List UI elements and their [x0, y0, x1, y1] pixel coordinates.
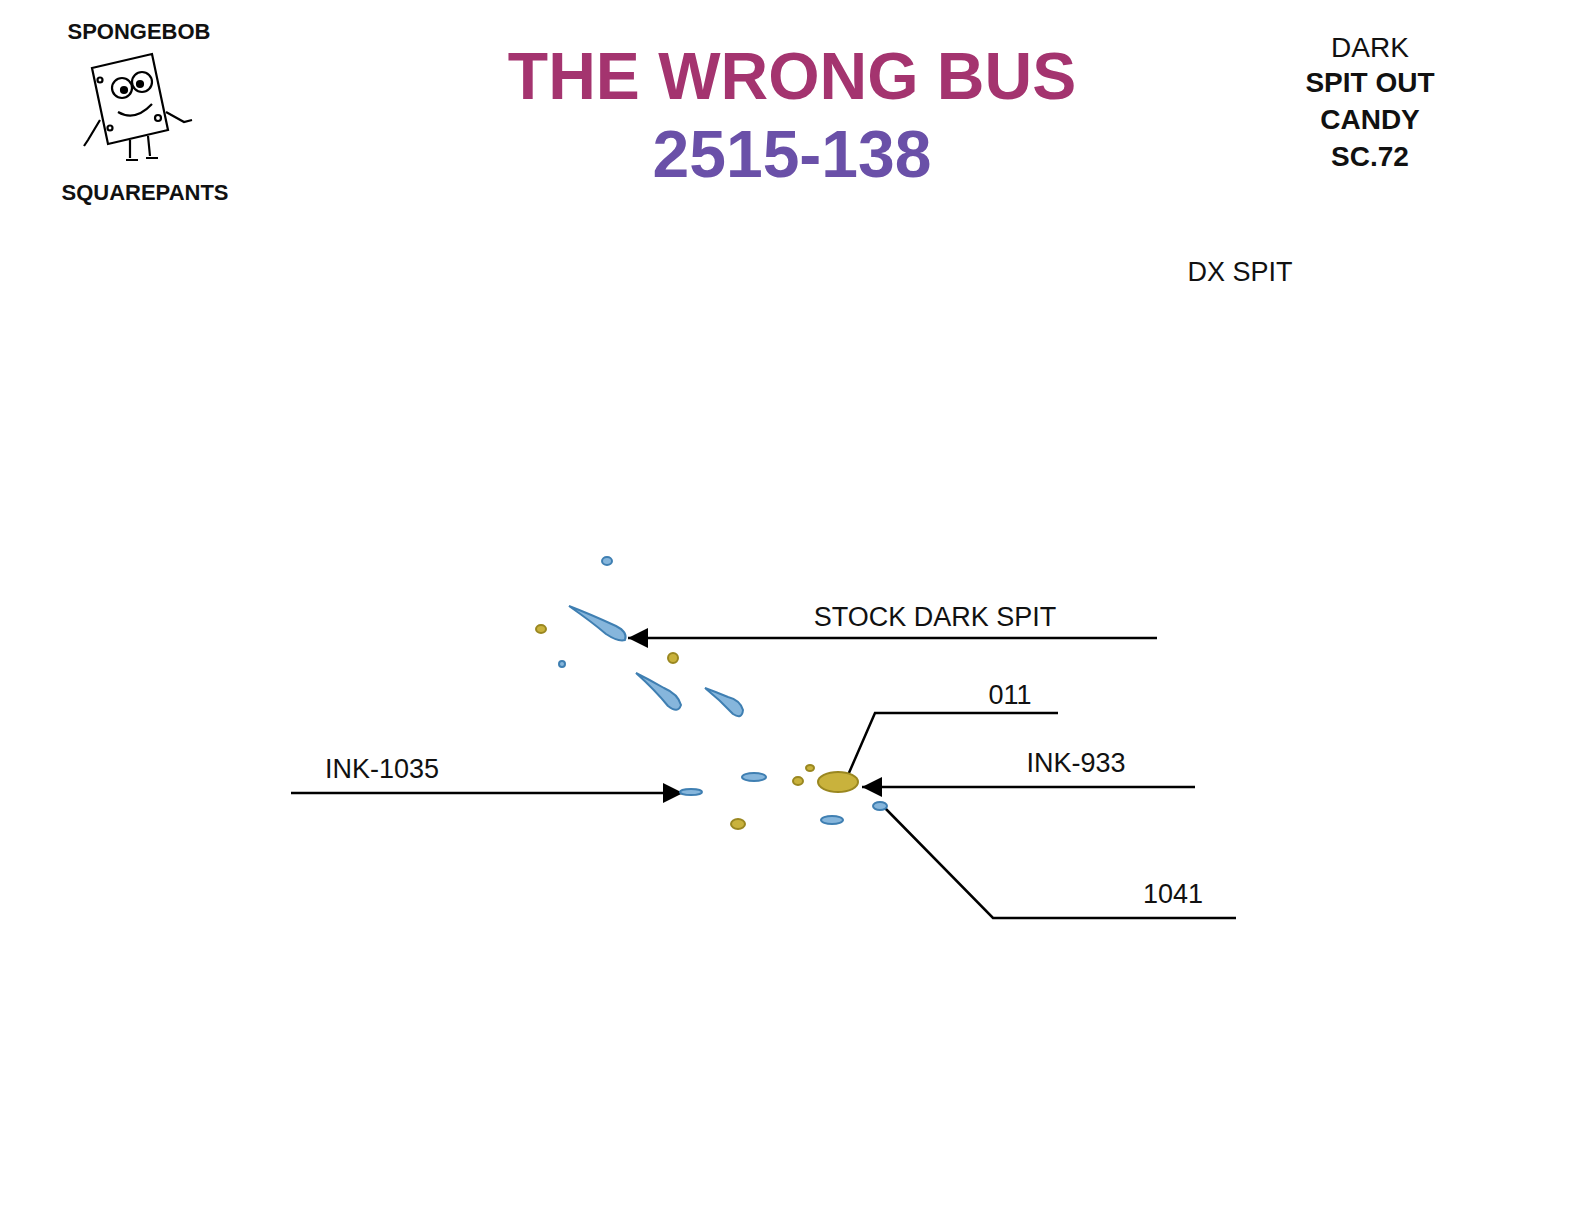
callout-number: 011	[988, 682, 1031, 709]
scene-note: SPIT OUT	[1305, 69, 1434, 97]
logo-text: SQUAREPANTS	[61, 182, 228, 204]
logo-text: SPONGEBOB	[67, 21, 210, 43]
callout-label: INK-1035	[325, 756, 439, 783]
callout-label: STOCK DARK SPIT	[814, 604, 1057, 631]
scene-note: CANDY	[1320, 106, 1420, 134]
spit-drops	[559, 557, 887, 824]
scene-note: DARK	[1331, 34, 1409, 62]
effect-label: DX SPIT	[1187, 259, 1292, 286]
sheet-title: THE WRONG BUS	[508, 43, 1076, 109]
scene-note: SC.72	[1331, 143, 1409, 171]
callout-label: INK-933	[1026, 750, 1125, 777]
leader-lines	[291, 638, 1236, 918]
episode-number: 2515-138	[653, 121, 932, 187]
candy-bits	[536, 625, 858, 829]
callout-number: 1041	[1143, 881, 1203, 908]
logo-doodle	[84, 54, 192, 160]
